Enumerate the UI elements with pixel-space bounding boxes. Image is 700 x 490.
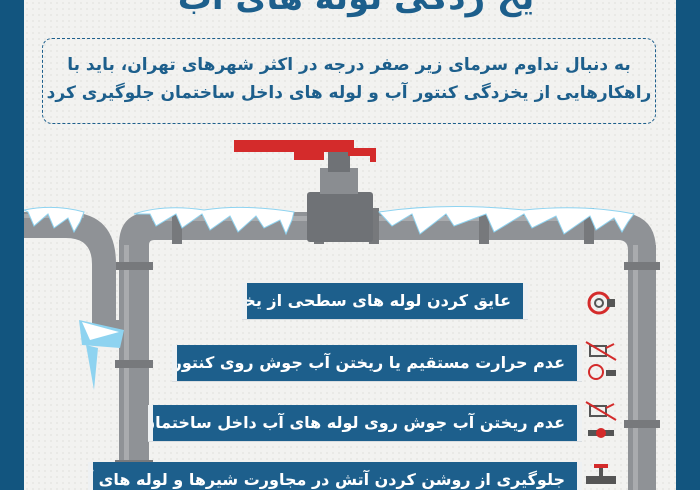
step-4-label: جلوگیری از روشن کردن آتش در مجاورت شیرها… — [93, 470, 565, 489]
paper-background: یخ زدگی لوله های آب به دنبال تداوم سرمای… — [24, 0, 676, 490]
valve — [234, 140, 376, 242]
pipe-no-boiling-water-icon — [585, 401, 617, 438]
step-2-label: عدم حرارت مستقیم یا ریختن آب جوش روی کنت… — [177, 353, 565, 372]
frozen-outlet — [24, 206, 124, 390]
step-1: عایق کردن لوله های سطحی از یخزدگی — [242, 283, 528, 319]
step-3-label: عدم ریختن آب جوش روی لوله های آب داخل سا… — [153, 413, 565, 432]
frozen-pipe-illustration — [24, 140, 660, 490]
valve-handle — [234, 140, 354, 160]
page-title: یخ زدگی لوله های آب — [76, 0, 636, 18]
step-3: عدم ریختن آب جوش روی لوله های آب داخل سا… — [148, 405, 582, 441]
step-2: عدم حرارت مستقیم یا ریختن آب جوش روی کنت… — [172, 345, 582, 381]
pipe-insulation-icon — [587, 291, 615, 315]
intro-line-2: راهکارهایی از یخزدگی کنتور آب و لوله های… — [46, 83, 652, 103]
meter-no-boiling-water-icon — [585, 341, 617, 380]
intro-box: به دنبال تداوم سرمای زیر صفر درجه در اکث… — [42, 38, 656, 124]
pipe-right — [624, 245, 660, 490]
step-1-label: عایق کردن لوله های سطحی از یخزدگی — [247, 291, 511, 310]
intro-line-1: به دنبال تداوم سرمای زیر صفر درجه در اکث… — [67, 55, 631, 75]
pipe-left — [115, 240, 153, 490]
valve-no-fire-icon — [586, 464, 616, 484]
ice-on-top-pipe — [133, 205, 635, 236]
step-4: جلوگیری از روشن کردن آتش در مجاورت شیرها… — [88, 462, 582, 490]
title-banner: یخ زدگی لوله های آب — [24, 0, 676, 22]
